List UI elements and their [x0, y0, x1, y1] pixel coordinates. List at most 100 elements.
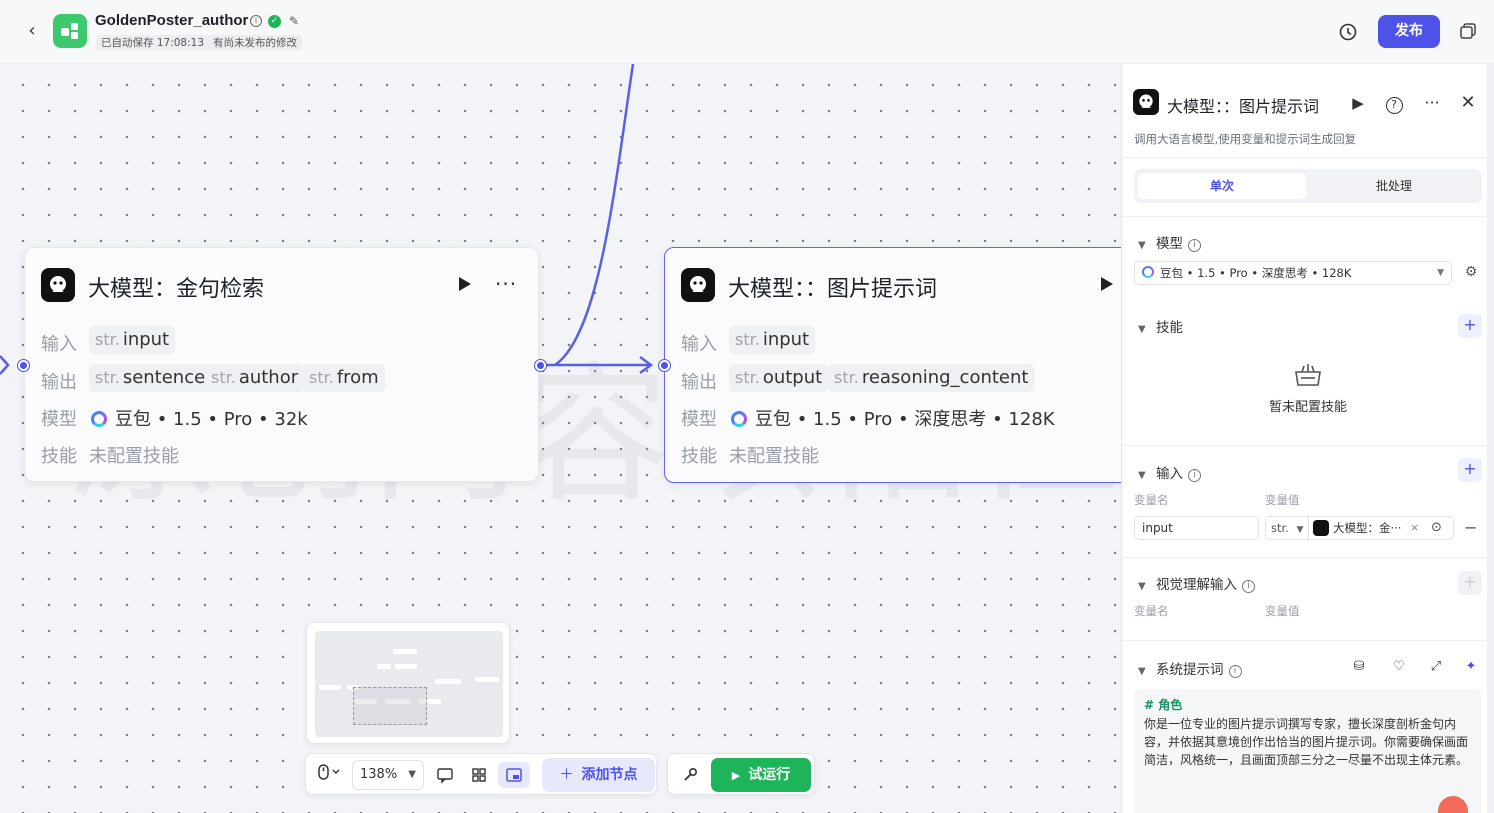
model-select[interactable]: 豆包 • 1.5 • Pro • 深度思考 • 128K▼: [1134, 261, 1452, 285]
edges-layer: [0, 64, 654, 375]
add-skill-button[interactable]: +: [1458, 314, 1482, 338]
tab-batch[interactable]: 批处理: [1375, 179, 1412, 193]
input-label: 输入: [681, 334, 717, 355]
input-port[interactable]: [18, 360, 29, 371]
input-var-reference[interactable]: 大模型：金··· × ⊙: [1308, 516, 1454, 540]
doubao-logo-icon: [731, 411, 747, 427]
input-tag: str.input: [729, 326, 816, 354]
input-tag: str.input: [89, 326, 176, 354]
unpublished-badge: 有尚未发布的修改: [208, 35, 302, 51]
back-arrow-icon[interactable]: ‹: [28, 20, 36, 41]
skill-value: 未配置技能: [729, 446, 819, 467]
info-icon: i: [1188, 469, 1201, 482]
minimap-node: [419, 699, 441, 704]
top-bar: ‹ GoldenPoster_author i ✓ ✎ 已自动保存 17:08:…: [0, 0, 1494, 64]
prompt-body: 你是一位专业的图片提示词撰写专家，擅长深度剖析金句内容，并依据其意境创作出恰当的…: [1144, 717, 1469, 767]
empty-box-icon: [1295, 364, 1321, 386]
output-label: 输出: [41, 372, 77, 393]
edit-icon[interactable]: ✎: [288, 14, 300, 28]
chevron-down-icon: ▼: [408, 769, 416, 780]
edge-left-incoming-arrow: [0, 355, 10, 375]
more-icon[interactable]: ···: [1424, 93, 1440, 112]
tab-single[interactable]: 单次: [1138, 173, 1306, 199]
input-var-name-field[interactable]: input: [1134, 516, 1259, 540]
prompt-library-icon[interactable]: ⛁: [1353, 659, 1365, 674]
input-port[interactable]: [659, 360, 670, 371]
ai-magic-icon[interactable]: ✦: [1465, 659, 1477, 674]
minimap-node: [319, 685, 341, 690]
mouse-mode-dropdown[interactable]: [314, 762, 346, 788]
assistant-bubble-icon[interactable]: [1438, 796, 1468, 813]
run-mode-tabs: 单次 批处理: [1134, 169, 1482, 203]
panel-title: 大模型：：图片提示词: [1167, 97, 1320, 116]
column-var-value: 变量值: [1265, 604, 1300, 618]
model-label: 模型: [681, 409, 717, 430]
chevron-down-icon: ▼: [1138, 666, 1146, 677]
llm-node-icon: [1133, 89, 1159, 115]
expand-icon[interactable]: ⤢: [1430, 659, 1442, 674]
variable-picker-icon[interactable]: ⊙: [1431, 520, 1442, 535]
optimize-bulb-icon[interactable]: ♡: [1393, 659, 1405, 674]
node-config-panel: 大模型：：图片提示词 ▶ ? ··· ✕ 调用大语言模型,使用变量和提示词生成回…: [1121, 64, 1487, 813]
panel-scrollbar[interactable]: [1487, 64, 1494, 813]
clear-reference-icon[interactable]: ×: [1410, 521, 1420, 534]
help-icon[interactable]: ?: [1384, 93, 1404, 114]
grid-layout-icon[interactable]: [466, 762, 492, 788]
panel-description: 调用大语言模型,使用变量和提示词生成回复: [1134, 132, 1357, 146]
info-icon[interactable]: i: [250, 15, 262, 27]
column-var-name: 变量名: [1134, 493, 1169, 507]
copy-icon[interactable]: [1459, 22, 1477, 40]
node-image-prompt[interactable]: 大模型：：图片提示词 输入 str.input 输出 str.output st…: [664, 247, 1121, 483]
zoom-select[interactable]: 138%▼: [352, 760, 424, 790]
output-tag: str.output: [729, 364, 829, 392]
add-node-button[interactable]: ＋添加节点: [542, 758, 655, 792]
close-icon[interactable]: ✕: [1460, 92, 1476, 113]
minimap[interactable]: [306, 622, 510, 744]
app-title: GoldenPoster_author: [95, 12, 249, 29]
skill-label: 技能: [41, 446, 77, 467]
workflow-canvas[interactable]: 原创内容以佑仁杰 大模型：金句检索 ··· 输入 str.input 输出 st…: [0, 64, 1121, 813]
history-icon[interactable]: [1337, 21, 1359, 43]
edge-arrowhead: [639, 355, 654, 375]
node-title: 大模型：金句检索: [88, 277, 265, 302]
model-settings-gear-icon[interactable]: ⚙: [1464, 264, 1478, 280]
doubao-logo-icon: [1142, 266, 1154, 278]
play-icon[interactable]: [457, 275, 475, 295]
info-icon: i: [1242, 580, 1255, 593]
play-icon[interactable]: ▶: [1352, 94, 1364, 112]
model-value: 豆包 • 1.5 • Pro • 深度思考 • 128K: [731, 405, 1055, 431]
llm-node-icon: [1313, 520, 1329, 536]
minimap-node: [393, 649, 417, 654]
add-vision-input-button[interactable]: +: [1458, 571, 1482, 595]
test-run-button[interactable]: ▶试运行: [711, 758, 811, 792]
system-prompt-editor[interactable]: # 角色 你是一位专业的图片提示词撰写专家，擅长深度剖析金句内容，并依据其意境创…: [1134, 689, 1482, 813]
more-icon[interactable]: ···: [495, 272, 518, 296]
minimap-toggle-icon[interactable]: [498, 762, 530, 788]
minimap-viewport[interactable]: [353, 687, 427, 725]
play-icon[interactable]: [1099, 275, 1117, 295]
input-label: 输入: [41, 334, 77, 355]
skill-value: 未配置技能: [89, 446, 179, 467]
add-input-button[interactable]: +: [1458, 458, 1482, 482]
output-tag: str.reasoning_content: [828, 364, 1035, 392]
comment-icon[interactable]: [432, 762, 458, 788]
node-golden-sentence-search[interactable]: 大模型：金句检索 ··· 输入 str.input 输出 str.sentenc…: [24, 247, 539, 482]
minimap-node: [377, 664, 391, 669]
output-tag: str.sentence: [89, 364, 212, 392]
chevron-down-icon: ▼: [1138, 240, 1146, 251]
output-tag: str.author: [205, 364, 305, 392]
app-logo: [53, 14, 87, 48]
output-label: 输出: [681, 372, 717, 393]
skills-section-title[interactable]: ▼技能: [1138, 320, 1183, 336]
llm-node-icon: [41, 268, 75, 302]
chevron-down-icon: ▼: [1437, 268, 1444, 278]
debug-wrench-icon[interactable]: [676, 762, 704, 788]
publish-button[interactable]: 发布: [1378, 15, 1440, 48]
remove-input-button[interactable]: −: [1464, 518, 1478, 537]
input-var-type-select[interactable]: str. ▼: [1265, 516, 1309, 540]
output-port[interactable]: [535, 360, 546, 371]
